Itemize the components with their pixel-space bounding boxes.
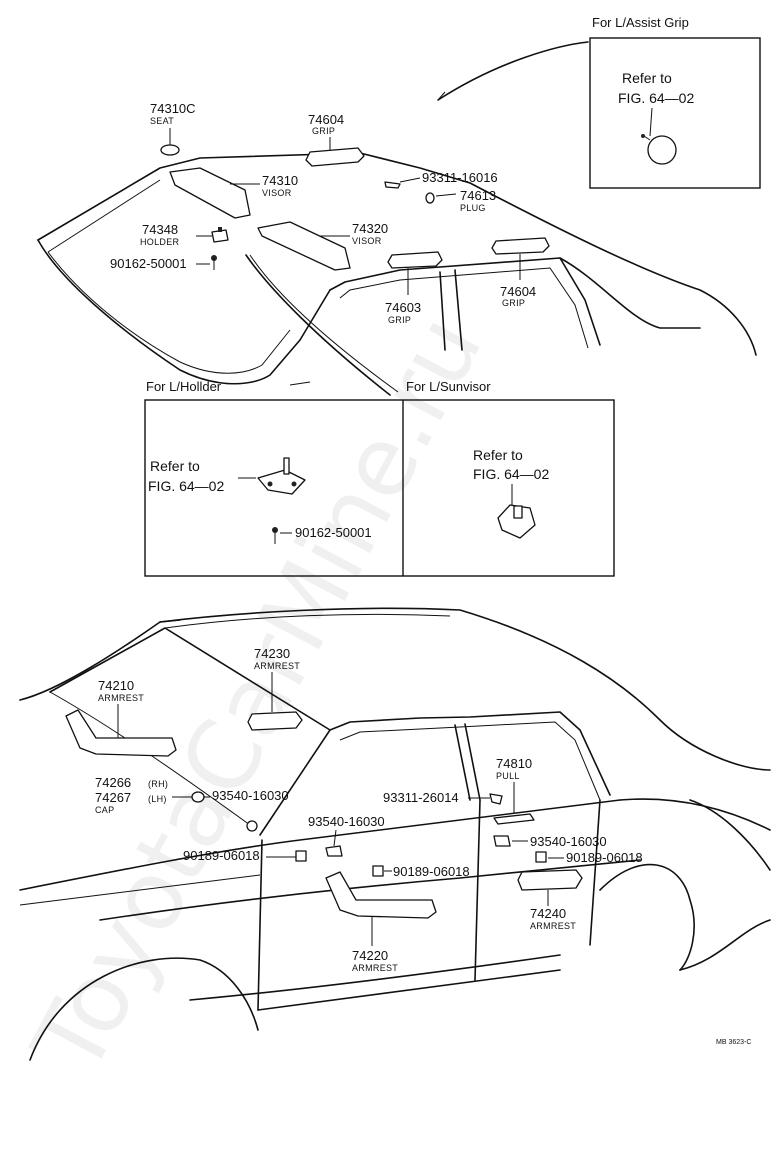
part-74810[interactable]: 74810 PULL [493, 756, 535, 825]
svg-text:74210: 74210 [98, 678, 134, 693]
svg-text:74348: 74348 [142, 222, 178, 237]
roof-outline [37, 41, 757, 396]
part-90189-06018-a[interactable]: 90189-06018 [183, 848, 307, 863]
svg-text:FIG. 64—02: FIG. 64—02 [618, 90, 694, 106]
svg-text:74220: 74220 [352, 948, 388, 963]
inset-assist-grip: For L/Assist Grip Refer to FIG. 64—02 [589, 15, 761, 189]
part-93311-16016[interactable]: 93311-16016 [384, 170, 498, 189]
part-74266-74267[interactable]: 74266 (RH) 74267 (LH) CAP [95, 775, 205, 815]
svg-text:93540-16030: 93540-16030 [308, 814, 385, 829]
part-74320[interactable]: 74320 VISOR [257, 221, 388, 271]
part-74210[interactable]: 74210 ARMREST [65, 678, 177, 757]
svg-text:74310: 74310 [262, 173, 298, 188]
svg-text:(RH): (RH) [148, 779, 168, 789]
svg-text:PLUG: PLUG [460, 203, 486, 213]
part-93311-26014[interactable]: 93311-26014 [383, 790, 503, 805]
svg-text:ARMREST: ARMREST [254, 661, 300, 671]
part-74240[interactable]: 74240 ARMREST [517, 869, 583, 931]
svg-text:Refer to: Refer to [622, 70, 672, 86]
part-74220[interactable]: 74220 ARMREST [325, 871, 437, 973]
svg-text:74266: 74266 [95, 775, 131, 790]
svg-text:74267: 74267 [95, 790, 131, 805]
svg-text:90162-50001: 90162-50001 [295, 525, 372, 540]
svg-text:GRIP: GRIP [312, 126, 335, 136]
part-74604-lower[interactable]: 74604 GRIP [491, 237, 550, 308]
svg-text:VISOR: VISOR [352, 236, 382, 246]
svg-text:For L/Sunvisor: For L/Sunvisor [406, 379, 491, 394]
car-side-outline [19, 607, 771, 1061]
svg-text:ARMREST: ARMREST [352, 963, 398, 973]
svg-text:For L/Hollder: For L/Hollder [146, 379, 222, 394]
svg-text:SEAT: SEAT [150, 116, 174, 126]
svg-text:74240: 74240 [530, 906, 566, 921]
svg-text:ARMREST: ARMREST [98, 693, 144, 703]
svg-text:VISOR: VISOR [262, 188, 292, 198]
svg-text:74810: 74810 [496, 756, 532, 771]
diagram-code: MB 3623-C [716, 1039, 751, 1046]
svg-text:Refer to: Refer to [150, 458, 200, 474]
part-74604-upper[interactable]: 74604 GRIP [305, 112, 365, 167]
svg-text:90189-06018: 90189-06018 [393, 864, 470, 879]
part-90162-50001-upper[interactable]: 90162-50001 [110, 255, 217, 271]
svg-text:93540-16030: 93540-16030 [530, 834, 607, 849]
svg-text:FIG. 64—02: FIG. 64—02 [148, 478, 224, 494]
part-74603[interactable]: 74603 GRIP [385, 251, 443, 325]
svg-text:(LH): (LH) [148, 794, 167, 804]
svg-text:Refer to: Refer to [473, 447, 523, 463]
svg-text:74613: 74613 [460, 188, 496, 203]
part-90189-06018-b[interactable]: 90189-06018 [372, 864, 470, 879]
svg-text:93311-26014: 93311-26014 [383, 790, 459, 805]
svg-text:74604: 74604 [500, 284, 536, 299]
svg-text:90189-06018: 90189-06018 [183, 848, 260, 863]
part-74310c[interactable]: 74310C SEAT [150, 101, 196, 156]
part-74613[interactable]: 74613 PLUG [425, 188, 496, 213]
svg-text:93311-16016: 93311-16016 [422, 170, 498, 185]
svg-text:ARMREST: ARMREST [530, 921, 576, 931]
svg-text:90162-50001: 90162-50001 [110, 256, 187, 271]
svg-text:74320: 74320 [352, 221, 388, 236]
svg-text:74603: 74603 [385, 300, 421, 315]
svg-text:90189-06018: 90189-06018 [566, 850, 643, 865]
svg-text:74230: 74230 [254, 646, 290, 661]
part-93540-16030-c[interactable]: 93540-16030 [493, 834, 607, 849]
svg-text:HOLDER: HOLDER [140, 237, 180, 247]
part-74348[interactable]: 74348 HOLDER [140, 222, 229, 247]
part-93540-16030-a[interactable]: 93540-16030 [204, 788, 289, 803]
svg-text:PULL: PULL [496, 771, 520, 781]
svg-text:CAP: CAP [95, 805, 114, 815]
svg-text:74604: 74604 [308, 112, 344, 127]
part-93540-16030-b[interactable]: 93540-16030 [246, 814, 385, 857]
svg-text:93540-16030: 93540-16030 [212, 788, 289, 803]
part-90189-06018-c[interactable]: 90189-06018 [535, 850, 643, 865]
svg-text:GRIP: GRIP [388, 315, 411, 325]
svg-text:74310C: 74310C [150, 101, 196, 116]
part-74310[interactable]: 74310 VISOR [169, 167, 298, 219]
svg-text:For L/Assist Grip: For L/Assist Grip [592, 15, 689, 30]
part-74230[interactable]: 74230 ARMREST [247, 646, 303, 731]
inset-holder-sunvisor: For L/Hollder For L/Sunvisor Refer to FI… [144, 379, 615, 577]
svg-text:GRIP: GRIP [502, 298, 525, 308]
svg-text:FIG. 64—02: FIG. 64—02 [473, 466, 549, 482]
